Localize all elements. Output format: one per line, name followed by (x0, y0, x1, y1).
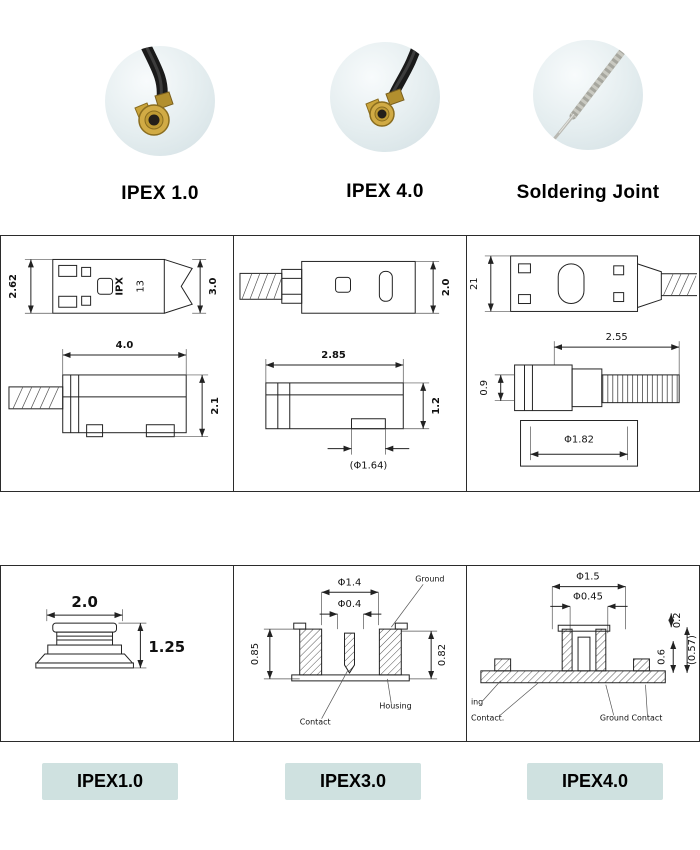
drawing-cell-ipex10-receptacle: 2.0 1.25 (1, 566, 234, 741)
dim-dia-14: Φ1.4 (338, 577, 362, 588)
drawing-cell-mid: 2.0 2.85 1.2 (234, 236, 467, 491)
ipex-1-0-label: IPEX 1.0 (121, 183, 199, 204)
right-dimension-drawing: 21 2.55 0.9 (469, 255, 698, 467)
body-text-13: 13 (135, 280, 146, 293)
ipex-4-0-connector-image (365, 42, 424, 127)
callout-housing: Housing (379, 702, 411, 711)
drawing-cell-right: 21 2.55 0.9 (467, 236, 699, 491)
dim-dia-182: Φ1.82 (564, 434, 594, 445)
badge-ipex40: IPEX4.0 (527, 763, 663, 800)
dim-20-receptacle: 2.0 (71, 593, 97, 611)
callout-ground: Ground (415, 574, 444, 583)
soldering-joint-image (553, 44, 629, 140)
dim-dia-164: (Φ1.64) (350, 461, 388, 472)
badge-ipex10: IPEX1.0 (42, 763, 178, 800)
mid-dimension-drawing: 2.0 2.85 1.2 (239, 260, 452, 472)
soldering-joint-photo (533, 40, 643, 150)
ipex-1-0-connector-image (134, 46, 174, 136)
callout-housing-cut: ing (471, 698, 483, 707)
dim-12: 1.2 (431, 397, 442, 415)
dim-21: 2.1 (210, 397, 221, 415)
dim-dia-045: Φ0.45 (573, 591, 603, 602)
dimension-grid-row1: 2.62 IPX 13 3.0 (0, 235, 700, 492)
drawing-cell-ipex30-receptacle: Φ1.4 Φ0.4 0.85 0.82 (234, 566, 467, 741)
dim-255: 2.55 (606, 332, 628, 343)
ipex10-receptacle-drawing: 2.0 1.25 (35, 593, 185, 669)
dimension-grid-row2: 2.0 1.25 (0, 565, 700, 742)
body-text-ipx: IPX (114, 277, 125, 296)
ipex30-receptacle-drawing: Φ1.4 Φ0.4 0.85 0.82 (250, 574, 448, 727)
ipex-1-0-photo (105, 46, 215, 156)
ipex-4-0-photo (330, 42, 440, 152)
callout-ground-contact: Ground Contact (600, 713, 662, 722)
dim-057: (0.57) (687, 635, 698, 665)
soldering-joint-label: Soldering Joint (516, 182, 660, 203)
drawing-cell-ipex40-receptacle: Φ1.5 Φ0.45 0.2 (0.57) 0.6 (467, 566, 699, 741)
dim-30: 3.0 (208, 277, 219, 295)
callout-contact: Contact (300, 718, 331, 727)
drawing-cell-ipex10: 2.62 IPX 13 3.0 (1, 236, 234, 491)
dim-dia-15: Φ1.5 (576, 572, 600, 583)
ipex-4-0-label: IPEX 4.0 (346, 181, 424, 202)
badge-ipex30: IPEX3.0 (285, 763, 421, 800)
dim-02: 0.2 (672, 612, 683, 628)
dim-40: 4.0 (116, 340, 134, 351)
dim-125: 1.25 (148, 638, 185, 656)
dim-dia-04: Φ0.4 (338, 599, 362, 610)
dim-082: 0.82 (437, 644, 448, 666)
dim-085: 0.85 (250, 643, 261, 665)
ipex10-dimension-drawing: 2.62 IPX 13 3.0 (8, 258, 221, 438)
callout-contact-left: Contact. (471, 713, 504, 722)
dim-09: 0.9 (479, 380, 490, 396)
dim-20: 2.0 (441, 278, 452, 296)
dim-21-top: 21 (469, 277, 480, 290)
dim-06: 0.6 (656, 649, 667, 665)
dim-262: 2.62 (8, 274, 19, 299)
ipex40-receptacle-drawing: Φ1.5 Φ0.45 0.2 (0.57) 0.6 (471, 572, 698, 723)
dim-285: 2.85 (321, 350, 346, 361)
